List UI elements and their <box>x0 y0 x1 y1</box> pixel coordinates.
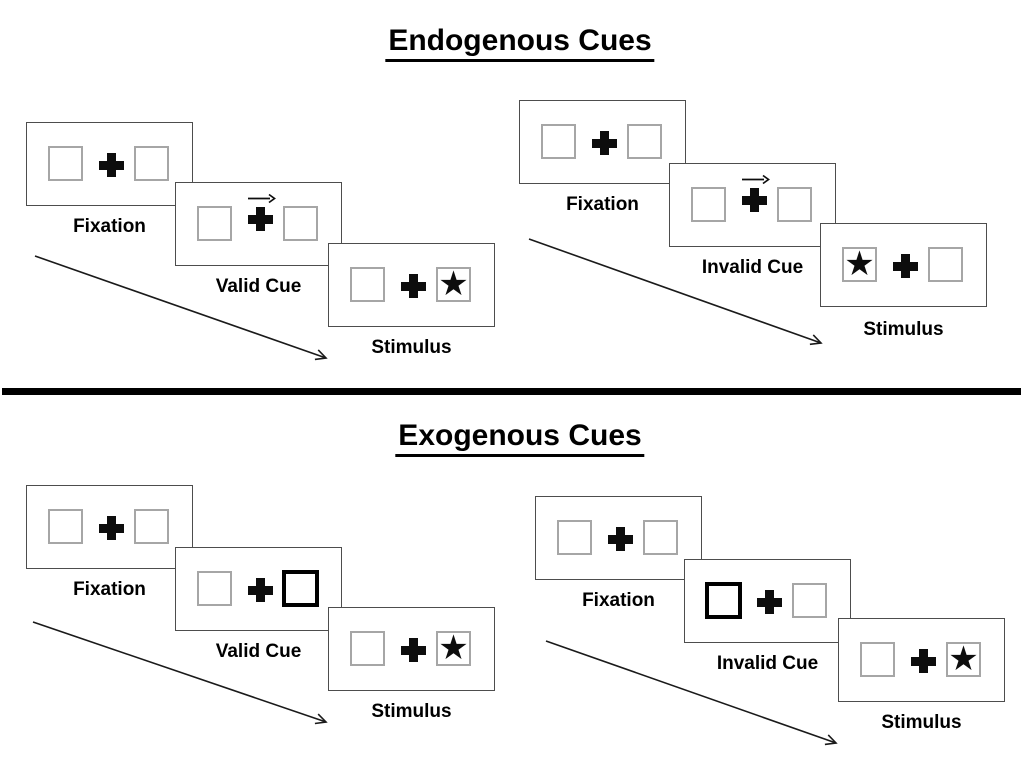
right-target-box: ★ <box>946 642 981 677</box>
right-placeholder-box <box>134 146 169 181</box>
fixation-cross-icon <box>99 153 124 177</box>
fixation-cross-icon <box>248 578 273 602</box>
exo-invalid-stimulus-panel: ★ <box>838 618 1005 702</box>
fixation-cross-icon <box>911 649 936 673</box>
fixation-cross-icon <box>742 188 767 212</box>
left-placeholder-box <box>541 124 576 159</box>
cue-arrow-right-icon <box>742 174 770 185</box>
exogenous-section-title: Exogenous Cues <box>395 419 645 457</box>
right-target-box: ★ <box>436 267 471 302</box>
panel-label-invalid-cue: Invalid Cue <box>716 653 819 674</box>
left-placeholder-box <box>48 146 83 181</box>
right-placeholder-box <box>134 509 169 544</box>
right-placeholder-box <box>777 187 812 222</box>
panel-label-fixation: Fixation <box>566 194 639 215</box>
right-placeholder-box <box>928 247 963 282</box>
star-stimulus-icon: ★ <box>438 263 469 304</box>
panel-label-stimulus: Stimulus <box>371 701 452 722</box>
right-placeholder-box <box>792 583 827 618</box>
left-placeholder-box <box>691 187 726 222</box>
left-placeholder-box <box>197 206 232 241</box>
timeline-arrow-endo-valid <box>34 255 328 361</box>
right-placeholder-box <box>283 206 318 241</box>
left-placeholder-box <box>197 571 232 606</box>
endogenous-section-title: Endogenous Cues <box>385 24 655 62</box>
left-target-box: ★ <box>842 247 877 282</box>
endo-invalid-stimulus-panel: ★ <box>820 223 987 307</box>
star-stimulus-icon: ★ <box>844 243 875 284</box>
panel-label-stimulus: Stimulus <box>371 337 452 358</box>
fixation-cross-icon <box>608 527 633 551</box>
left-placeholder-box <box>350 631 385 666</box>
panel-label-valid-cue: Valid Cue <box>215 641 302 662</box>
panel-label-stimulus: Stimulus <box>881 712 962 733</box>
left-placeholder-box <box>48 509 83 544</box>
panel-label-fixation: Fixation <box>582 590 655 611</box>
left-highlighted-cue-box <box>705 582 742 619</box>
left-placeholder-box <box>860 642 895 677</box>
right-placeholder-box <box>627 124 662 159</box>
exo-invalid-cue-panel <box>684 559 851 643</box>
endo-valid-cue-panel <box>175 182 342 266</box>
endo-valid-fixation-panel <box>26 122 193 206</box>
section-divider <box>2 388 1021 395</box>
exo-valid-stimulus-panel: ★ <box>328 607 495 691</box>
panel-label-fixation: Fixation <box>73 216 146 237</box>
panel-label-valid-cue: Valid Cue <box>215 276 302 297</box>
panel-label-invalid-cue: Invalid Cue <box>701 257 804 278</box>
exo-valid-fixation-panel <box>26 485 193 569</box>
exo-valid-cue-panel <box>175 547 342 631</box>
fixation-cross-icon <box>592 131 617 155</box>
right-highlighted-cue-box <box>282 570 319 607</box>
cue-arrow-right-icon <box>248 193 276 204</box>
fixation-cross-icon <box>401 638 426 662</box>
fixation-cross-icon <box>757 590 782 614</box>
star-stimulus-icon: ★ <box>948 638 979 679</box>
star-stimulus-icon: ★ <box>438 627 469 668</box>
left-placeholder-box <box>557 520 592 555</box>
timeline-arrow-endo-invalid <box>528 238 823 346</box>
fixation-cross-icon <box>401 274 426 298</box>
panel-label-fixation: Fixation <box>73 579 146 600</box>
fixation-cross-icon <box>893 254 918 278</box>
endo-invalid-cue-panel <box>669 163 836 247</box>
right-target-box: ★ <box>436 631 471 666</box>
fixation-cross-icon <box>99 516 124 540</box>
fixation-cross-icon <box>248 207 273 231</box>
left-placeholder-box <box>350 267 385 302</box>
timeline-arrow-exo-invalid <box>545 640 838 746</box>
right-placeholder-box <box>643 520 678 555</box>
timeline-arrow-exo-valid <box>32 621 328 725</box>
endo-invalid-fixation-panel <box>519 100 686 184</box>
exo-invalid-fixation-panel <box>535 496 702 580</box>
panel-label-stimulus: Stimulus <box>863 319 944 340</box>
endo-valid-stimulus-panel: ★ <box>328 243 495 327</box>
